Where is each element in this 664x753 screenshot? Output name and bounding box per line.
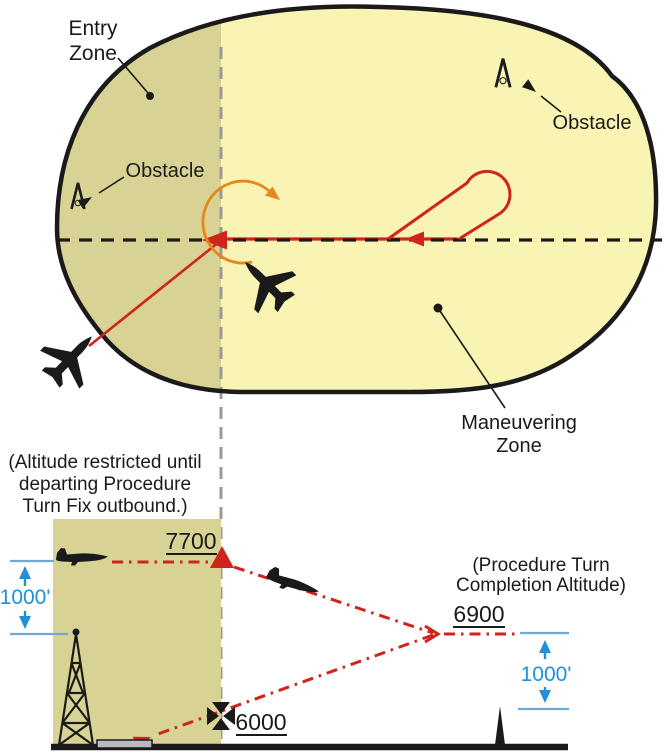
entry-zone-leader-line [117, 57, 149, 94]
inbound-arrowhead [405, 231, 424, 247]
entry-zone-label: Entry Zone [68, 17, 118, 65]
altitude-restriction-note-line3: Turn Fix outbound.) [22, 496, 187, 517]
pt-fix-triangle-marker [210, 546, 234, 568]
maneuvering-zone-label-line1: Maneuvering [461, 412, 577, 434]
entry-zone-label-line2: Zone [69, 42, 117, 65]
altitude-restriction-note-line1: (Altitude restricted until [8, 452, 201, 473]
completion-altitude-note: (Procedure Turn Completion Altitude) [456, 555, 626, 596]
entry-zone-dot [146, 92, 154, 100]
inbound-descent-path [157, 633, 434, 736]
completion-altitude-note-line1: (Procedure Turn [472, 555, 609, 576]
faf-cross-icon [207, 702, 235, 730]
spike-obstacle-icon [495, 706, 505, 745]
profile-view: (Altitude restricted until departing Pro… [0, 452, 626, 751]
turn-direction-arrowhead [265, 186, 280, 200]
faf-altitude-label: 6000 [235, 709, 286, 735]
maneuvering-zone-dot [433, 303, 443, 313]
entry-zone-label-line1: Entry [68, 17, 118, 40]
clearance-arrow [19, 566, 31, 629]
obstacle-left-label: Obstacle [126, 160, 205, 182]
protection-area-outline [54, 4, 659, 395]
fix-arrowhead [202, 230, 227, 250]
pt-fix-altitude-label: 7700 [165, 528, 216, 554]
obstacle-left-arrow [98, 176, 125, 194]
outbound-descent-path [233, 565, 434, 635]
maneuvering-zone-leader-line [439, 310, 506, 409]
completion-apex-arrow [424, 624, 441, 644]
completion-altitude-note-line2: Completion Altitude) [456, 575, 626, 596]
plan-view: Entry Zone Obstacle Obstacle Maneuvering… [31, 4, 662, 745]
entry-zone-area [57, 21, 221, 391]
obstacle-right-arrowhead [521, 79, 536, 92]
obstacle-right-arrow [540, 95, 562, 113]
altitude-restriction-note-line2: departing Procedure [19, 474, 191, 495]
obstacle-right-label: Obstacle [553, 112, 632, 134]
maneuvering-zone-label: Maneuvering Zone [461, 412, 577, 457]
procedure-turn-loop-path [387, 169, 512, 241]
obstacle-left-arrowhead [77, 197, 92, 209]
altitude-restriction-note: (Altitude restricted until departing Pro… [8, 452, 201, 517]
airplane-side-icon [264, 565, 322, 601]
runway-icon [96, 739, 153, 749]
clearance-arrow [539, 640, 551, 703]
clearance-left-label: 1000' [0, 586, 50, 609]
maneuvering-zone-label-line2: Zone [496, 435, 542, 457]
clearance-right-label: 1000' [521, 663, 572, 686]
entry-flight-path [88, 240, 220, 348]
tower-icon [57, 628, 95, 746]
completion-altitude-label: 6900 [453, 601, 504, 627]
turn-direction-arrow [201, 179, 270, 265]
